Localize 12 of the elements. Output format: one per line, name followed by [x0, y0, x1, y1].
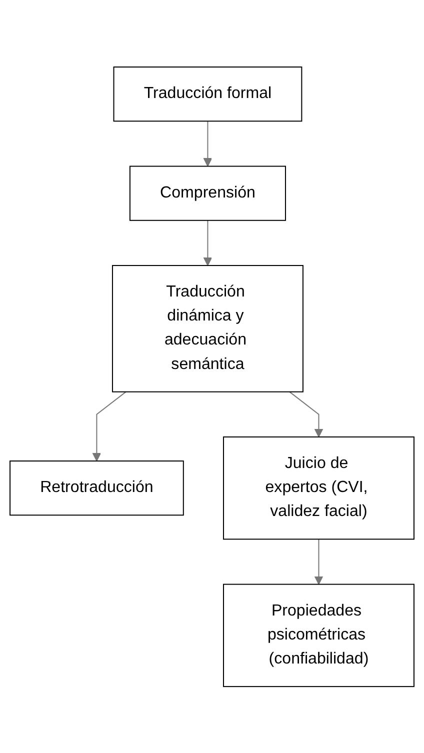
flowchart: Traducción formal Comprensión Traducción dinámica y adecuación semántica Retrotraducción Juicio de expertos (CVI, validez facial) Propiedades psicométricas (confiabilidad) [2, 58, 422, 694]
node-box [10, 460, 184, 516]
arrow [203, 220, 212, 266]
node-box [112, 264, 304, 392]
arrow [203, 120, 212, 166]
node-box [223, 584, 414, 687]
arrow [289, 391, 324, 438]
node-box [129, 165, 286, 221]
arrow [314, 538, 324, 584]
node-box [113, 66, 302, 122]
arrow [92, 391, 126, 462]
node-box [223, 436, 414, 540]
